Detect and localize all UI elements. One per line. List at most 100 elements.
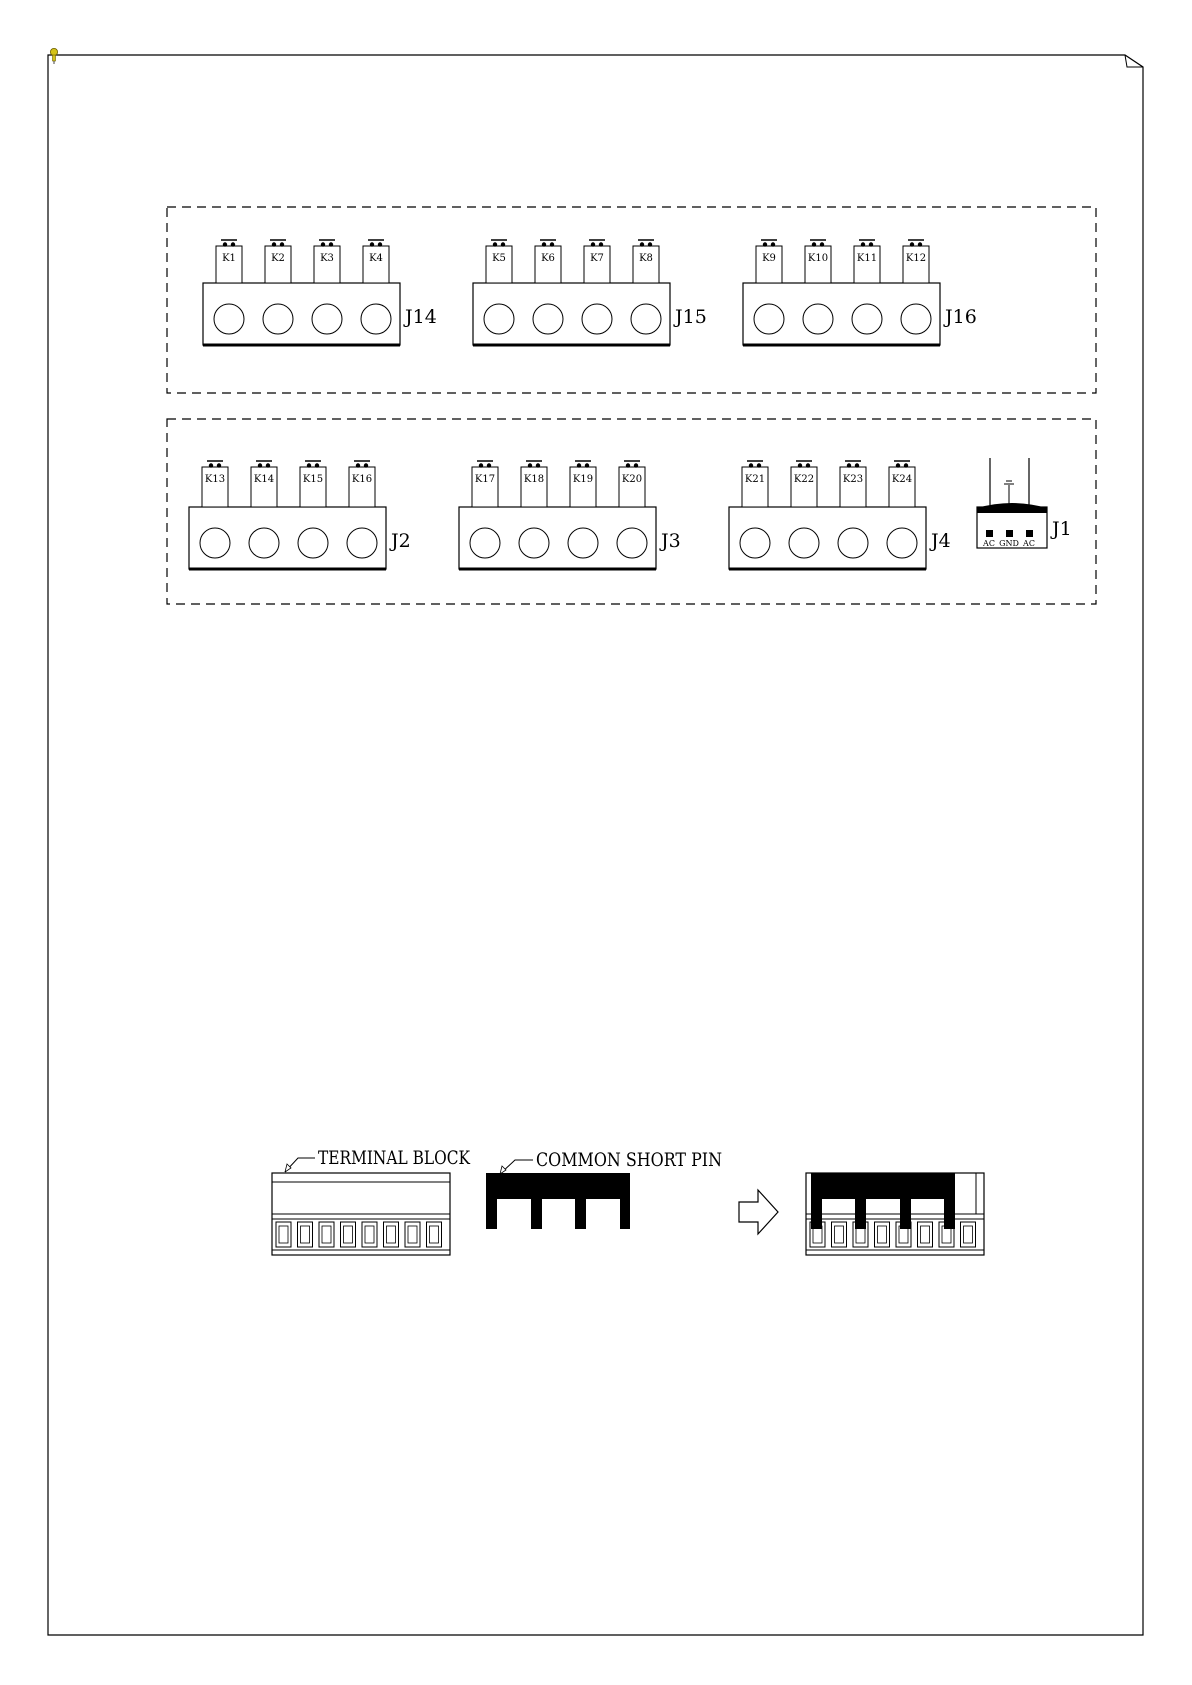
connector-label: J2 (389, 530, 411, 552)
terminal-circle[interactable] (852, 304, 882, 334)
relay-label: K5 (492, 253, 506, 264)
terminal-circle[interactable] (754, 304, 784, 334)
terminal-circle[interactable] (901, 304, 931, 334)
relay-label: K22 (794, 474, 814, 485)
relay-label: K1 (222, 253, 236, 264)
relay-tab (619, 467, 645, 507)
terminal-circle[interactable] (519, 528, 549, 558)
relay-label: K9 (762, 253, 776, 264)
arrow-right-icon (739, 1190, 778, 1234)
power-connector-j1[interactable]: AC GND AC J1 (977, 458, 1072, 548)
relay-tab (363, 246, 389, 283)
common-short-pin (486, 1173, 630, 1229)
short-pin-label: COMMON SHORT PIN (536, 1149, 722, 1171)
terminal-circle[interactable] (200, 528, 230, 558)
relay-label: K11 (857, 253, 877, 264)
relay-tab (349, 467, 375, 507)
terminal-block-label: TERMINAL BLOCK (318, 1147, 471, 1169)
relay-label: K24 (892, 474, 912, 485)
relay-tab (840, 467, 866, 507)
relay-label: K4 (369, 253, 383, 264)
relay-tab (570, 467, 596, 507)
relay-tab (486, 246, 512, 283)
relay-tab (805, 246, 831, 283)
relay-tab (314, 246, 340, 283)
relay-label: K8 (639, 253, 653, 264)
relay-tab (889, 467, 915, 507)
terminal-circle[interactable] (887, 528, 917, 558)
connector-label: J14 (403, 306, 437, 328)
terminal-circle[interactable] (484, 304, 514, 334)
terminal-circle[interactable] (631, 304, 661, 334)
terminal-circle[interactable] (568, 528, 598, 558)
connector-label: J4 (929, 530, 951, 552)
relay-label: K21 (745, 474, 765, 485)
j1-pin-label-2: GND (999, 539, 1019, 548)
terminal-circle[interactable] (312, 304, 342, 334)
terminal-circle[interactable] (803, 304, 833, 334)
assembled-terminal-block (806, 1173, 984, 1255)
relay-tab (584, 246, 610, 283)
relay-label: K16 (352, 474, 372, 485)
relay-label: K20 (622, 474, 642, 485)
relay-tab (854, 246, 880, 283)
short-pin-figure: COMMON SHORT PIN (486, 1149, 722, 1229)
relay-label: K23 (843, 474, 863, 485)
terminal-block-figure: TERMINAL BLOCK (272, 1147, 471, 1255)
leader-line-terminal-block (285, 1158, 315, 1172)
terminal-circle[interactable] (582, 304, 612, 334)
terminal-circle[interactable] (298, 528, 328, 558)
relay-label: K14 (254, 474, 274, 485)
terminal-circle[interactable] (740, 528, 770, 558)
relay-tab (791, 467, 817, 507)
terminal-circle[interactable] (470, 528, 500, 558)
j1-pin-label-3: AC (1022, 539, 1035, 548)
pushpin-icon[interactable] (50, 48, 57, 64)
relay-label: K7 (590, 253, 604, 264)
terminal-circle[interactable] (249, 528, 279, 558)
terminal-circle[interactable] (361, 304, 391, 334)
relay-label: K12 (906, 253, 926, 264)
relay-tab (472, 467, 498, 507)
terminal-circle[interactable] (347, 528, 377, 558)
relay-tab (300, 467, 326, 507)
relay-tab (521, 467, 547, 507)
relay-label: K10 (808, 253, 828, 264)
connector-label: J3 (659, 530, 681, 552)
relay-tab (633, 246, 659, 283)
relay-tab (903, 246, 929, 283)
connector-label: J15 (673, 306, 707, 328)
relay-tab (265, 246, 291, 283)
terminal-circle[interactable] (838, 528, 868, 558)
relay-label: K18 (524, 474, 544, 485)
terminal-circle[interactable] (789, 528, 819, 558)
terminal-circle[interactable] (214, 304, 244, 334)
relay-label: K17 (475, 474, 495, 485)
terminal-circle[interactable] (263, 304, 293, 334)
relay-label: K2 (271, 253, 285, 264)
relay-label: K13 (205, 474, 225, 485)
connector-label: J16 (943, 306, 977, 328)
j1-label: J1 (1050, 518, 1072, 540)
relay-label: K6 (541, 253, 555, 264)
relay-tab (216, 246, 242, 283)
relay-tab (535, 246, 561, 283)
relay-tab (742, 467, 768, 507)
relay-label: K3 (320, 253, 334, 264)
leader-line-short-pin (500, 1160, 533, 1174)
terminal-circle[interactable] (617, 528, 647, 558)
relay-label: K15 (303, 474, 323, 485)
relay-tab (756, 246, 782, 283)
j1-pin-label-1: AC (982, 539, 995, 548)
relay-tab (202, 467, 228, 507)
relay-tab (251, 467, 277, 507)
terminal-circle[interactable] (533, 304, 563, 334)
